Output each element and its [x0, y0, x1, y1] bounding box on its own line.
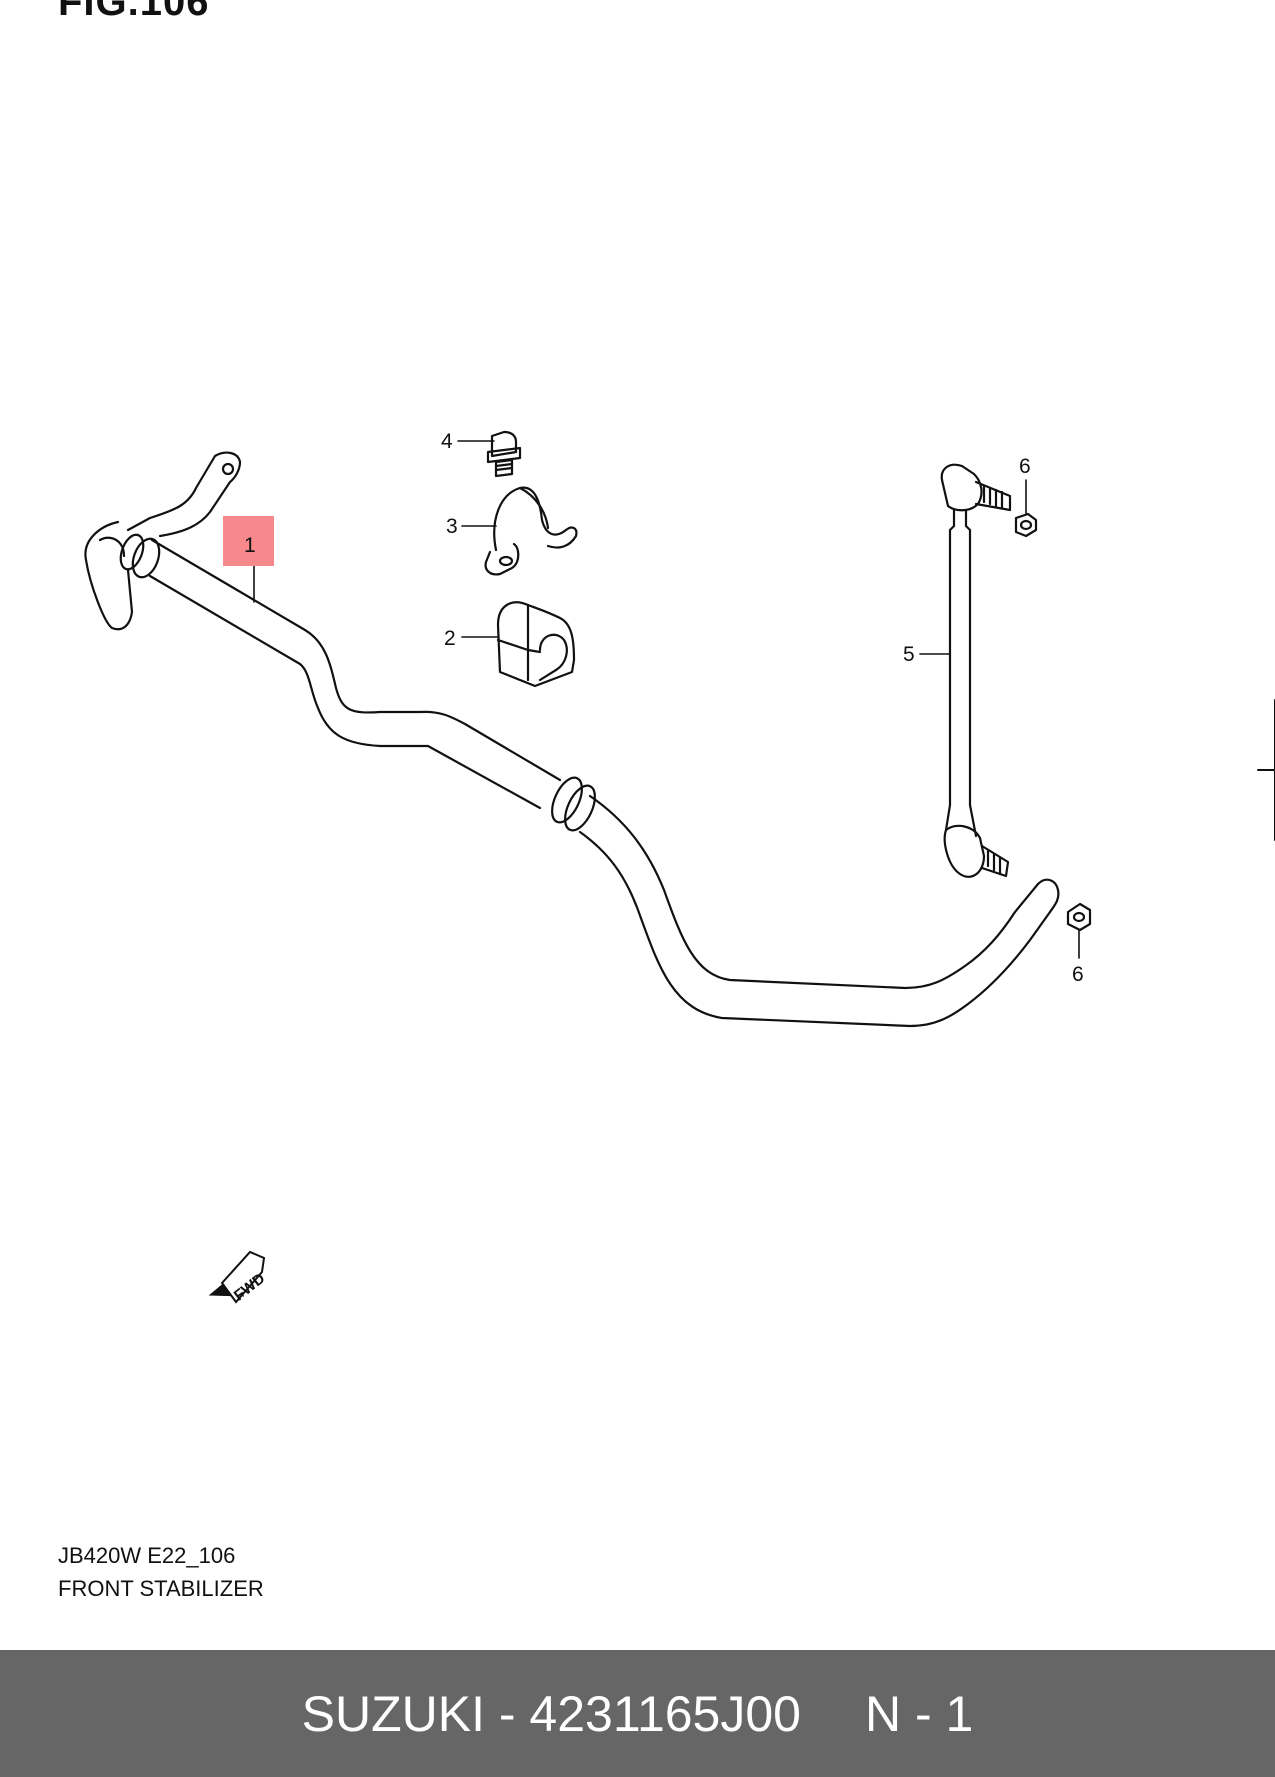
callout-6-upper[interactable]: 6 [1019, 455, 1031, 478]
callout-3[interactable]: 3 [446, 515, 458, 538]
part-number-text: SUZUKI - 4231165J00 [301, 1685, 801, 1742]
stabilizer-link [940, 463, 1012, 878]
callout-1[interactable]: 1 [244, 534, 256, 557]
part-number-footer: SUZUKI - 4231165J00 N - 1 [0, 1650, 1275, 1777]
figure-header: FIG.106 [58, 0, 210, 24]
forward-arrow-icon: FWD [208, 1250, 268, 1304]
bushing [496, 601, 576, 688]
stabilizer-bar [84, 451, 1060, 1028]
drawing-title: FRONT STABILIZER [58, 1576, 264, 1601]
callout-4[interactable]: 4 [441, 430, 453, 453]
callout-2[interactable]: 2 [444, 627, 456, 650]
nut-lower [1066, 902, 1092, 932]
quantity-text: N - 1 [864, 1685, 974, 1742]
bracket [484, 486, 578, 576]
callout-1-highlight[interactable] [223, 516, 274, 566]
callout-6-lower[interactable]: 6 [1072, 963, 1084, 986]
stabilizer-diagram: 1 2 3 4 5 6 6 FWD [84, 430, 1275, 1304]
nut-upper [1014, 512, 1038, 538]
drawing-code: JB420W E22_106 [58, 1543, 236, 1568]
callout-5[interactable]: 5 [903, 643, 915, 666]
bolt [486, 430, 522, 478]
